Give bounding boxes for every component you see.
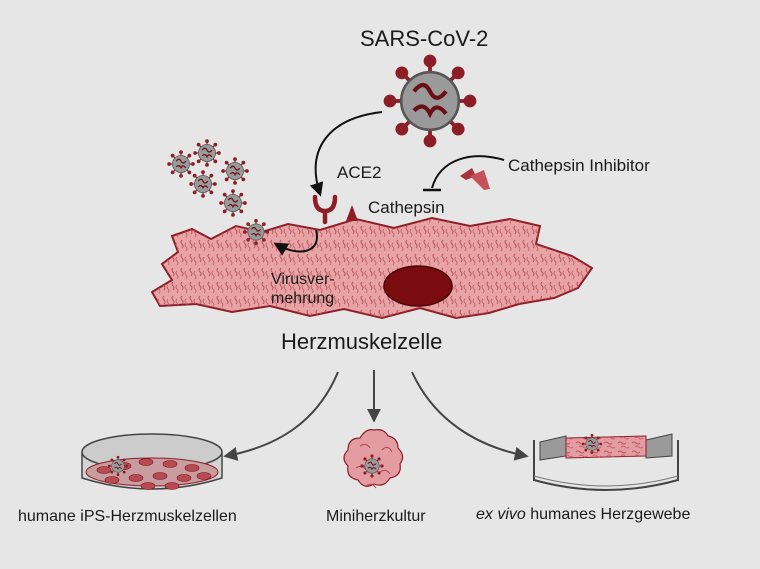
replication-label-line2: mehrung (271, 290, 335, 307)
virus-particle-icon (192, 138, 222, 168)
nucleus (383, 265, 453, 307)
virus-particle-icon (220, 156, 250, 186)
diagram-title: SARS-CoV-2 (360, 26, 489, 51)
arrow-to-ips (223, 371, 339, 461)
virus-particle-icon (218, 188, 248, 218)
cardiomyocyte-cell (150, 216, 594, 320)
cathepsin-inhibitor-icon (460, 168, 490, 190)
exvivo-model-label: ex vivo humanes Herzgewebe (476, 506, 690, 524)
virus-particle-icon (242, 218, 270, 246)
inhibition-line (431, 155, 505, 189)
arrow-to-exvivo (411, 371, 529, 461)
sars-cov-2-virion-icon (384, 55, 477, 148)
cathepsin-icon (346, 205, 358, 221)
ace2-receptor-icon (312, 194, 338, 225)
exvivo-tissue-icon (533, 433, 679, 491)
ips-model-label: humane iPS-Herzmuskelzellen (18, 508, 237, 525)
cathepsin-label: Cathepsin (368, 198, 445, 217)
petri-dish-icon (81, 433, 223, 490)
exvivo-rest-text: humanes Herzgewebe (525, 506, 691, 523)
virus-particle-icon (188, 169, 218, 199)
miniheart-model-label: Miniherzkultur (326, 508, 426, 525)
replication-label-line1: Virusver- (271, 271, 335, 288)
cell-label: Herzmuskelzelle (281, 329, 443, 354)
miniheart-organoid-icon (343, 429, 404, 489)
replication-arrow (273, 229, 318, 256)
infection-arrow (309, 111, 383, 197)
virus-particle-icon (166, 149, 196, 179)
exvivo-italic-text: ex vivo (476, 506, 526, 523)
cathepsin-inhibitor-label: Cathepsin Inhibitor (508, 156, 650, 175)
ace2-label: ACE2 (337, 163, 382, 182)
